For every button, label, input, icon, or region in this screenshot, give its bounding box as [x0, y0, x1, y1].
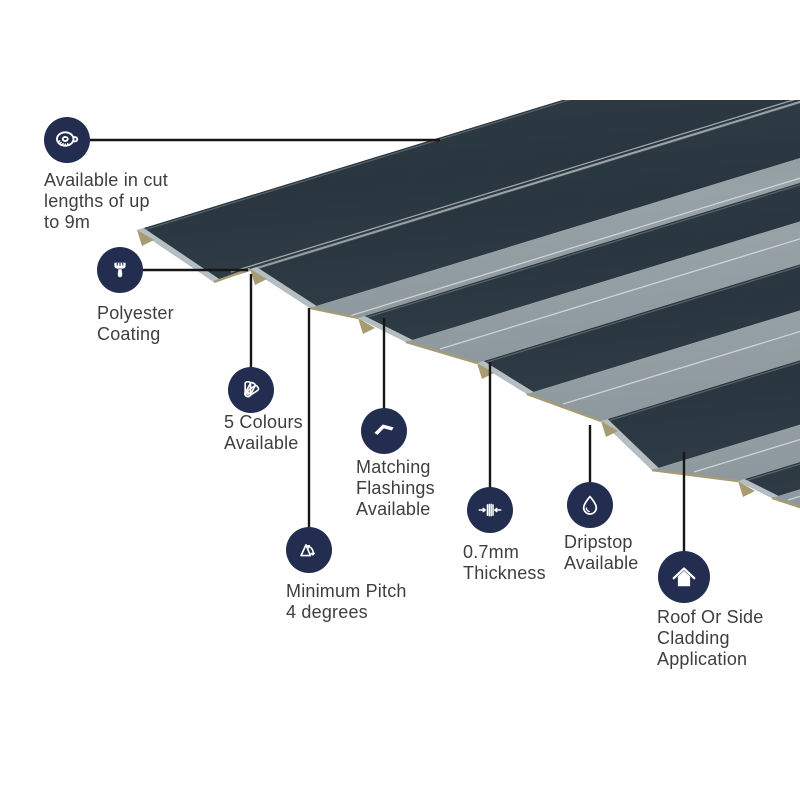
icon-circle-thickness [467, 487, 513, 533]
house-icon [672, 567, 696, 587]
feature-label-cladding: Roof Or Side Cladding Application [657, 607, 763, 670]
label-line: Minimum Pitch [286, 581, 407, 601]
droplet-icon [582, 495, 598, 515]
tape-measure-icon [56, 131, 79, 147]
icon-circle-polyester [97, 247, 143, 293]
feature-label-cut-length: Available in cut lengths of up to 9m [44, 170, 168, 233]
icon-circle-colours [228, 367, 274, 413]
colour-fan-icon [244, 381, 260, 398]
feature-label-polyester: Polyester Coating [97, 303, 174, 345]
label-line: Dripstop [564, 532, 633, 552]
label-line: Available [564, 553, 639, 573]
icon-circle-dripstop [567, 482, 613, 528]
icon-circle-cut-length [44, 117, 90, 163]
feature-label-dripstop: Dripstop Available [564, 532, 639, 574]
paintbrush-icon [114, 262, 126, 278]
label-line: Coating [97, 324, 161, 344]
label-line: lengths of up [44, 191, 150, 211]
icon-circle-pitch [286, 527, 332, 573]
label-line: 4 degrees [286, 602, 368, 622]
label-line: 5 Colours [224, 412, 303, 432]
label-line: Application [657, 649, 748, 669]
label-line: Roof Or Side [657, 607, 764, 627]
icon-circle-flashings [361, 408, 407, 454]
label-line: Matching [356, 457, 431, 477]
label-line: 0.7mm [463, 542, 520, 562]
thickness-icon [478, 503, 502, 517]
label-line: Available in cut [44, 170, 168, 190]
label-line: Available [356, 499, 431, 519]
label-line: Thickness [463, 563, 546, 583]
label-line: Available [224, 433, 299, 453]
label-line: to 9m [44, 212, 91, 232]
icon-circle-cladding [658, 551, 710, 603]
feature-label-pitch: Minimum Pitch 4 degrees [286, 581, 407, 623]
label-line: Cladding [657, 628, 730, 648]
feature-label-flashings: Matching Flashings Available [356, 457, 435, 520]
feature-label-colours: 5 Colours Available [224, 412, 303, 454]
feature-label-thickness: 0.7mm Thickness [463, 542, 546, 584]
flashing-icon [374, 424, 394, 435]
pitch-angle-icon [300, 544, 315, 557]
label-line: Flashings [356, 478, 435, 498]
label-line: Polyester [97, 303, 174, 323]
